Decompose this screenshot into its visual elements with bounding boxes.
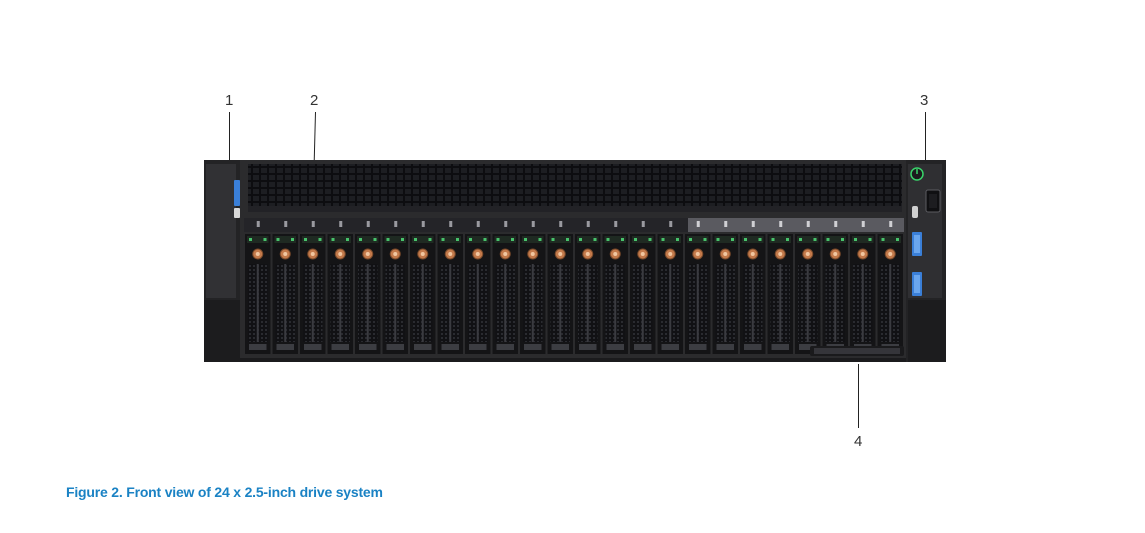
drive-bay bbox=[795, 234, 821, 354]
drive-bay bbox=[437, 234, 463, 354]
drive-activity-led bbox=[359, 238, 362, 241]
drive-activity-led bbox=[771, 238, 775, 241]
drive-activity-led bbox=[661, 238, 665, 241]
drive-slot-marker bbox=[504, 221, 508, 227]
leader-line-4 bbox=[858, 364, 859, 428]
drive-bay bbox=[547, 234, 573, 354]
drive-bay bbox=[300, 234, 326, 354]
drive-bay bbox=[465, 234, 491, 354]
drive-slot-marker bbox=[889, 221, 893, 227]
drive-bay bbox=[850, 234, 876, 354]
drive-slot-marker bbox=[724, 221, 728, 227]
drive-activity-led bbox=[469, 238, 472, 241]
leader-line-3 bbox=[925, 112, 926, 168]
drive-activity-led bbox=[414, 238, 417, 241]
drive-bay bbox=[575, 234, 601, 354]
server-front-view bbox=[204, 160, 946, 362]
drive-bay bbox=[767, 234, 793, 354]
drive-activity-led bbox=[606, 238, 610, 241]
callout-4: 4 bbox=[854, 433, 863, 450]
right-control-panel bbox=[906, 160, 946, 362]
information-tag bbox=[810, 346, 904, 356]
drive-bay bbox=[355, 234, 381, 354]
drive-slot-marker bbox=[696, 221, 700, 227]
drive-activity-led bbox=[881, 238, 885, 241]
drive-activity-led bbox=[579, 238, 582, 241]
drive-slot-marker bbox=[421, 221, 425, 227]
drive-activity-led bbox=[854, 238, 857, 241]
drive-activity-led bbox=[441, 238, 445, 241]
leader-line-1 bbox=[229, 112, 230, 164]
micro-usb-icon bbox=[912, 206, 918, 218]
drive-slot-marker bbox=[256, 221, 260, 227]
drive-bay bbox=[877, 234, 903, 354]
drive-slot-marker bbox=[779, 221, 783, 227]
status-indicator-blue bbox=[234, 180, 240, 206]
drive-activity-led bbox=[386, 238, 390, 241]
drive-bay bbox=[657, 234, 683, 354]
drive-slot-marker bbox=[861, 221, 865, 227]
drive-slot-marker bbox=[476, 221, 480, 227]
drive-slot-marker bbox=[559, 221, 563, 227]
drive-bay bbox=[822, 234, 848, 354]
drive-activity-led bbox=[744, 238, 747, 241]
drive-bay bbox=[272, 234, 298, 354]
callout-2: 2 bbox=[310, 92, 319, 109]
drive-activity-led bbox=[634, 238, 637, 241]
drive-activity-led bbox=[331, 238, 335, 241]
drive-slot-marker bbox=[531, 221, 535, 227]
left-control-panel bbox=[204, 160, 240, 362]
drive-bay bbox=[327, 234, 353, 354]
drive-activity-led bbox=[249, 238, 252, 241]
callout-1: 1 bbox=[225, 92, 234, 109]
drive-slot-marker bbox=[669, 221, 673, 227]
id-button bbox=[234, 208, 240, 218]
drive-bay bbox=[740, 234, 766, 354]
drive-activity-led bbox=[716, 238, 720, 241]
drive-slot-marker bbox=[834, 221, 838, 227]
vent-mesh bbox=[248, 164, 902, 206]
drive-bay bbox=[520, 234, 546, 354]
drive-bay bbox=[410, 234, 436, 354]
drive-bay bbox=[492, 234, 518, 354]
drive-slot-marker bbox=[614, 221, 618, 227]
drive-bay bbox=[602, 234, 628, 354]
drive-activity-led bbox=[304, 238, 307, 241]
drive-activity-led bbox=[276, 238, 280, 241]
drive-activity-led bbox=[496, 238, 500, 241]
drive-slot-marker bbox=[806, 221, 810, 227]
drive-slot-marker bbox=[394, 221, 398, 227]
drive-slot-marker bbox=[586, 221, 590, 227]
drive-activity-led bbox=[551, 238, 555, 241]
drive-slot-marker bbox=[641, 221, 645, 227]
drive-bay bbox=[245, 234, 271, 354]
callout-3: 3 bbox=[920, 92, 929, 109]
drive-slot-marker bbox=[311, 221, 315, 227]
drive-slot-marker bbox=[284, 221, 288, 227]
drive-slot-marker bbox=[751, 221, 755, 227]
drive-activity-led bbox=[826, 238, 830, 241]
drive-activity-led bbox=[799, 238, 802, 241]
drive-slot-marker bbox=[366, 221, 370, 227]
drive-bay bbox=[382, 234, 408, 354]
drive-bay bbox=[712, 234, 738, 354]
drive-activity-led bbox=[524, 238, 527, 241]
drive-slot-marker bbox=[339, 221, 343, 227]
drive-bays bbox=[245, 221, 903, 354]
drive-activity-led bbox=[689, 238, 692, 241]
drive-bay bbox=[630, 234, 656, 354]
drive-bay bbox=[685, 234, 711, 354]
figure-caption: Figure 2. Front view of 24 x 2.5-inch dr… bbox=[66, 484, 383, 500]
drive-slot-marker bbox=[449, 221, 453, 227]
